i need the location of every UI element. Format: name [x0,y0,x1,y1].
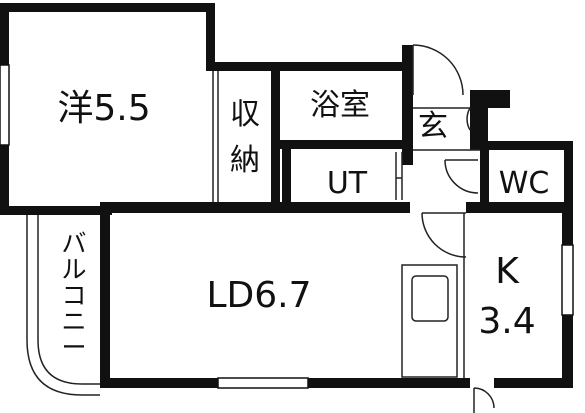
wall-entrance-stub [488,90,510,108]
wall-wc-left [480,141,489,205]
label-living-dining: LD6.7 [206,275,311,316]
ld-door-arc [421,212,467,258]
thin-lines [212,71,480,378]
balcony [26,215,100,396]
wall-storage-right [271,62,280,202]
wall-entrance-right [470,90,488,150]
label-toilet: WC [499,166,550,201]
kitchen-counter [401,264,458,378]
wall-western-right [206,3,215,71]
wall-ut-left [282,149,291,204]
entrance-door-arc [412,44,464,96]
balcony-outer-rail [26,215,100,396]
wall-wc-right [564,141,573,213]
wall-middle-left [102,202,410,213]
room-labels: 洋5.5 収 納 浴室 玄 UT WC LD6.7 K 3.4 バ ル コ ニ … [57,88,549,362]
label-balcony-1: バ [61,229,86,258]
label-balcony-2: ル [61,255,86,284]
label-balcony-3: コ [61,281,86,310]
wall-ld-left [100,202,110,387]
label-balcony-5: ー [61,333,86,362]
label-entrance: 玄 [418,109,448,144]
bottom-door-arc [473,387,495,409]
label-storage-2: 納 [230,143,260,178]
window-ld-bottom [217,377,309,389]
wall-middle-right [466,202,573,213]
label-bath: 浴室 [310,88,370,123]
wall-storage-top [206,62,413,71]
label-kitchen-letter: K [495,251,520,292]
wall-western-top [0,3,215,12]
door-swings [412,44,495,413]
wall-ld-bottom-right [494,378,573,388]
wall-western-bottom [0,206,112,215]
window-western-left [0,64,10,146]
label-balcony-4: ニ [61,307,86,336]
label-utility: UT [327,166,368,201]
wall-bath-right [402,45,413,165]
window-kitchen-right [561,244,574,316]
windows [0,64,574,389]
wall-bath-bottom [271,140,411,149]
entrance-small-arc [466,107,471,131]
sink-basin [411,275,449,322]
label-western-room: 洋5.5 [57,88,150,129]
label-storage-1: 収 [230,97,260,132]
wall-wc-top [480,141,573,150]
balcony-inner-rail [37,215,100,385]
label-kitchen-size: 3.4 [478,301,535,342]
wc-door-arc [444,159,479,194]
kitchen-sink [401,264,458,378]
